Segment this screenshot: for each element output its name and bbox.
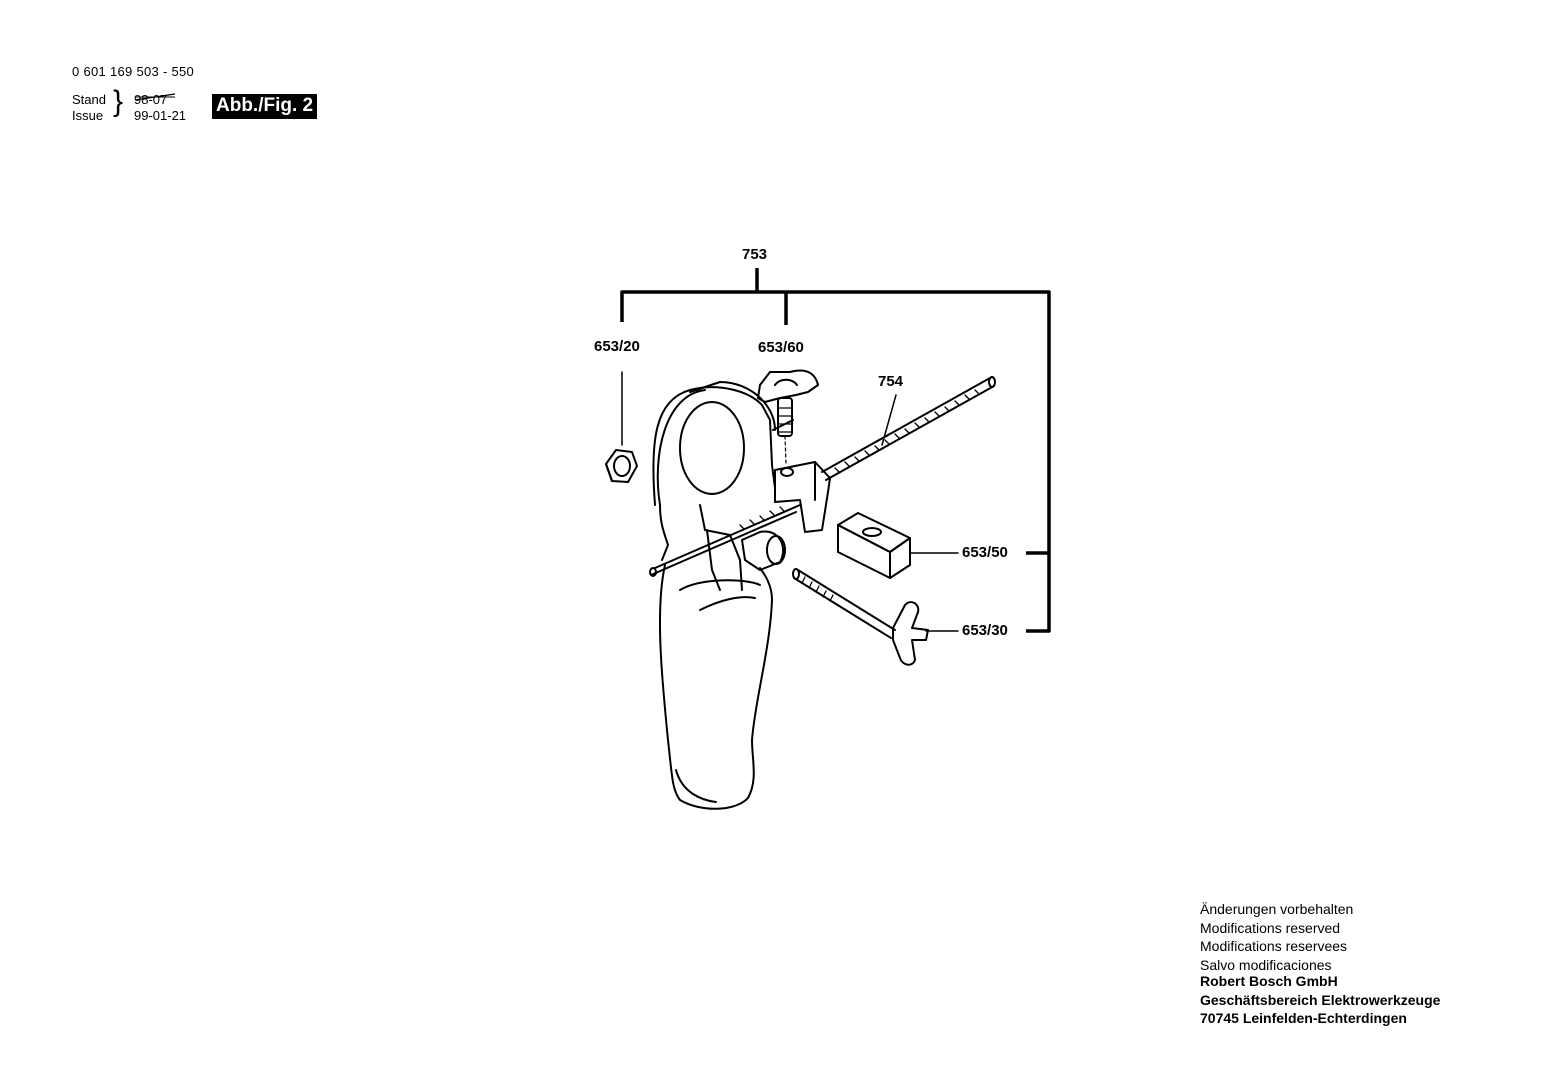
part-number: 0 601 169 503 - 550 (72, 64, 195, 79)
stand-date-struck: 98-07 (134, 92, 168, 107)
company-division: Geschäftsbereich Elektrowerkzeuge (1200, 991, 1441, 1008)
callout-653-60: 653/60 (758, 339, 804, 356)
rod-clamp-knob (741, 530, 786, 571)
footer-line-en: Modifications reserved (1200, 919, 1341, 936)
callout-653-50: 653/50 (962, 544, 1008, 561)
callout-753: 753 (742, 246, 768, 263)
issue-date: 99-01-21 (134, 108, 187, 123)
callout-653-20: 653/20 (594, 338, 640, 355)
footer-line-es: Salvo modificaciones (1200, 956, 1332, 973)
callout-653-30: 653/30 (962, 622, 1008, 639)
footer-notice: Änderungen vorbehalten Modifications res… (1200, 900, 1353, 974)
set-bracket-753 (620, 268, 1051, 633)
stand-label: Stand (72, 92, 106, 107)
company-name: Robert Bosch GmbH (1200, 973, 1338, 989)
brace-icon: } (113, 85, 124, 118)
issue-label: Issue (72, 108, 104, 123)
hex-nut-653-20 (605, 449, 638, 483)
strikethrough-icon (134, 93, 176, 101)
wing-screw-653-60 (757, 369, 819, 465)
footer-line-fr: Modifications reservees (1200, 938, 1348, 954)
figure-badge: Abb./Fig. 2 (212, 94, 318, 119)
auxiliary-handle (652, 381, 831, 810)
callout-754: 754 (878, 373, 904, 390)
company-address: 70745 Leinfelden-Echterdingen (1200, 1010, 1407, 1026)
depth-rod-754 (649, 376, 996, 577)
footer-line-de: Änderungen vorbehalten (1200, 901, 1354, 917)
clamp-screw-653-30 (792, 568, 929, 666)
footer-company-block: Robert Bosch GmbH Geschäftsbereich Elekt… (1200, 972, 1440, 1028)
clamp-block-653-50 (837, 512, 911, 579)
